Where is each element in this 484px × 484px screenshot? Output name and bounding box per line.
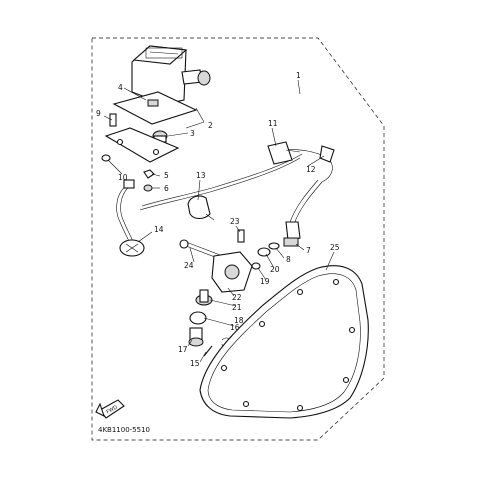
diagram-code: 4KB1100-5510 xyxy=(98,426,150,434)
label-part-2: 2 xyxy=(208,121,213,130)
assembly-outline xyxy=(91,37,385,441)
label-assembly-1: 1 xyxy=(296,71,301,80)
label-part-24: 24 xyxy=(184,261,194,270)
label-part-8: 8 xyxy=(286,255,291,264)
speedometer-cable xyxy=(139,141,335,247)
label-part-21: 21 xyxy=(232,303,242,312)
label-part-4: 4 xyxy=(118,83,123,92)
label-part-3: 3 xyxy=(190,129,195,138)
label-part-18: 18 xyxy=(234,316,244,325)
part-labels: 1 2 3 4 5 6 7 8 9 10 11 12 13 14 15 16 1… xyxy=(96,71,340,368)
fwd-arrow-badge: FWD xyxy=(95,399,125,419)
label-part-14: 14 xyxy=(154,225,164,234)
label-part-13: 13 xyxy=(196,171,206,180)
label-part-15: 15 xyxy=(190,359,200,368)
label-part-5: 5 xyxy=(164,171,169,180)
gasket xyxy=(199,265,369,419)
label-part-10: 10 xyxy=(118,173,128,182)
label-part-19: 19 xyxy=(260,277,270,286)
label-part-11: 11 xyxy=(268,119,278,128)
label-part-9: 9 xyxy=(96,109,101,118)
speedometer-assembly xyxy=(101,45,211,192)
label-part-6: 6 xyxy=(164,184,169,193)
label-part-17: 17 xyxy=(178,345,188,354)
label-part-7: 7 xyxy=(306,246,311,255)
label-part-16: 16 xyxy=(230,323,240,332)
label-part-25: 25 xyxy=(330,243,340,252)
fwd-label: FWD xyxy=(106,404,119,415)
leader-lines xyxy=(103,79,335,363)
label-part-22: 22 xyxy=(232,293,242,302)
label-part-23: 23 xyxy=(230,217,240,226)
gear-housing xyxy=(179,229,280,357)
sensor-lead xyxy=(116,179,145,257)
label-part-12: 12 xyxy=(306,165,316,174)
label-part-20: 20 xyxy=(270,265,280,274)
